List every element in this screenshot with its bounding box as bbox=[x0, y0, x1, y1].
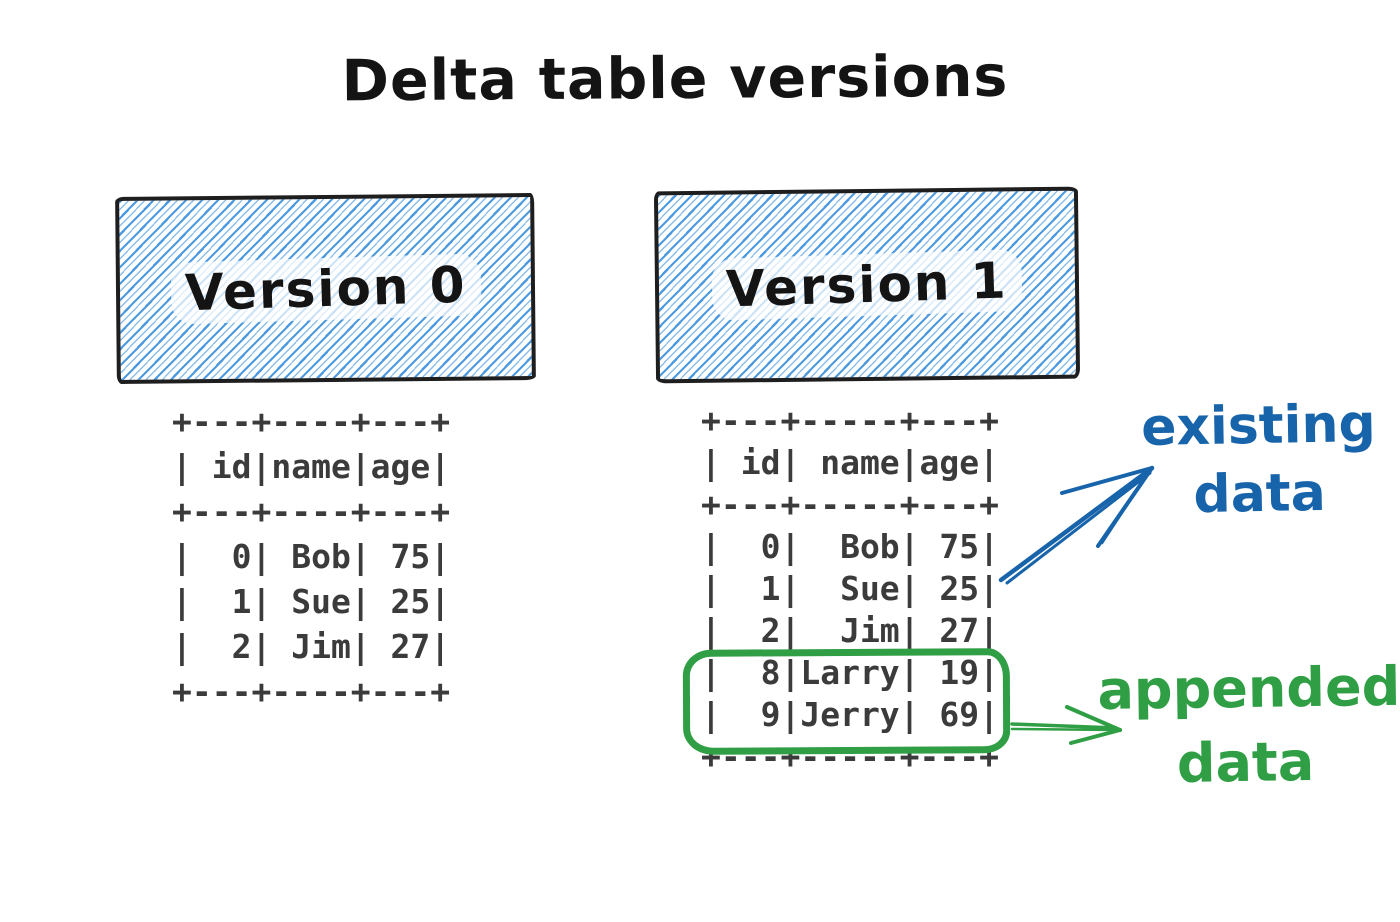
version1-label: Version 1 bbox=[711, 249, 1023, 321]
diagram-title: Delta table versions bbox=[341, 43, 1009, 115]
existing-data-label: existing data bbox=[1140, 393, 1377, 526]
version0-box: Version 0 bbox=[115, 192, 536, 385]
appended-rows-highlight bbox=[682, 648, 1011, 755]
version0-ascii-table: +---+----+---+ | id|name|age| +---+----+… bbox=[172, 402, 451, 711]
version1-box: Version 1 bbox=[653, 186, 1081, 384]
version1-ascii-table: +---+-----+---+ | id| name|age| +---+---… bbox=[701, 401, 1000, 776]
appended-data-label: appended data bbox=[1097, 654, 1400, 795]
version0-label: Version 0 bbox=[169, 252, 482, 325]
